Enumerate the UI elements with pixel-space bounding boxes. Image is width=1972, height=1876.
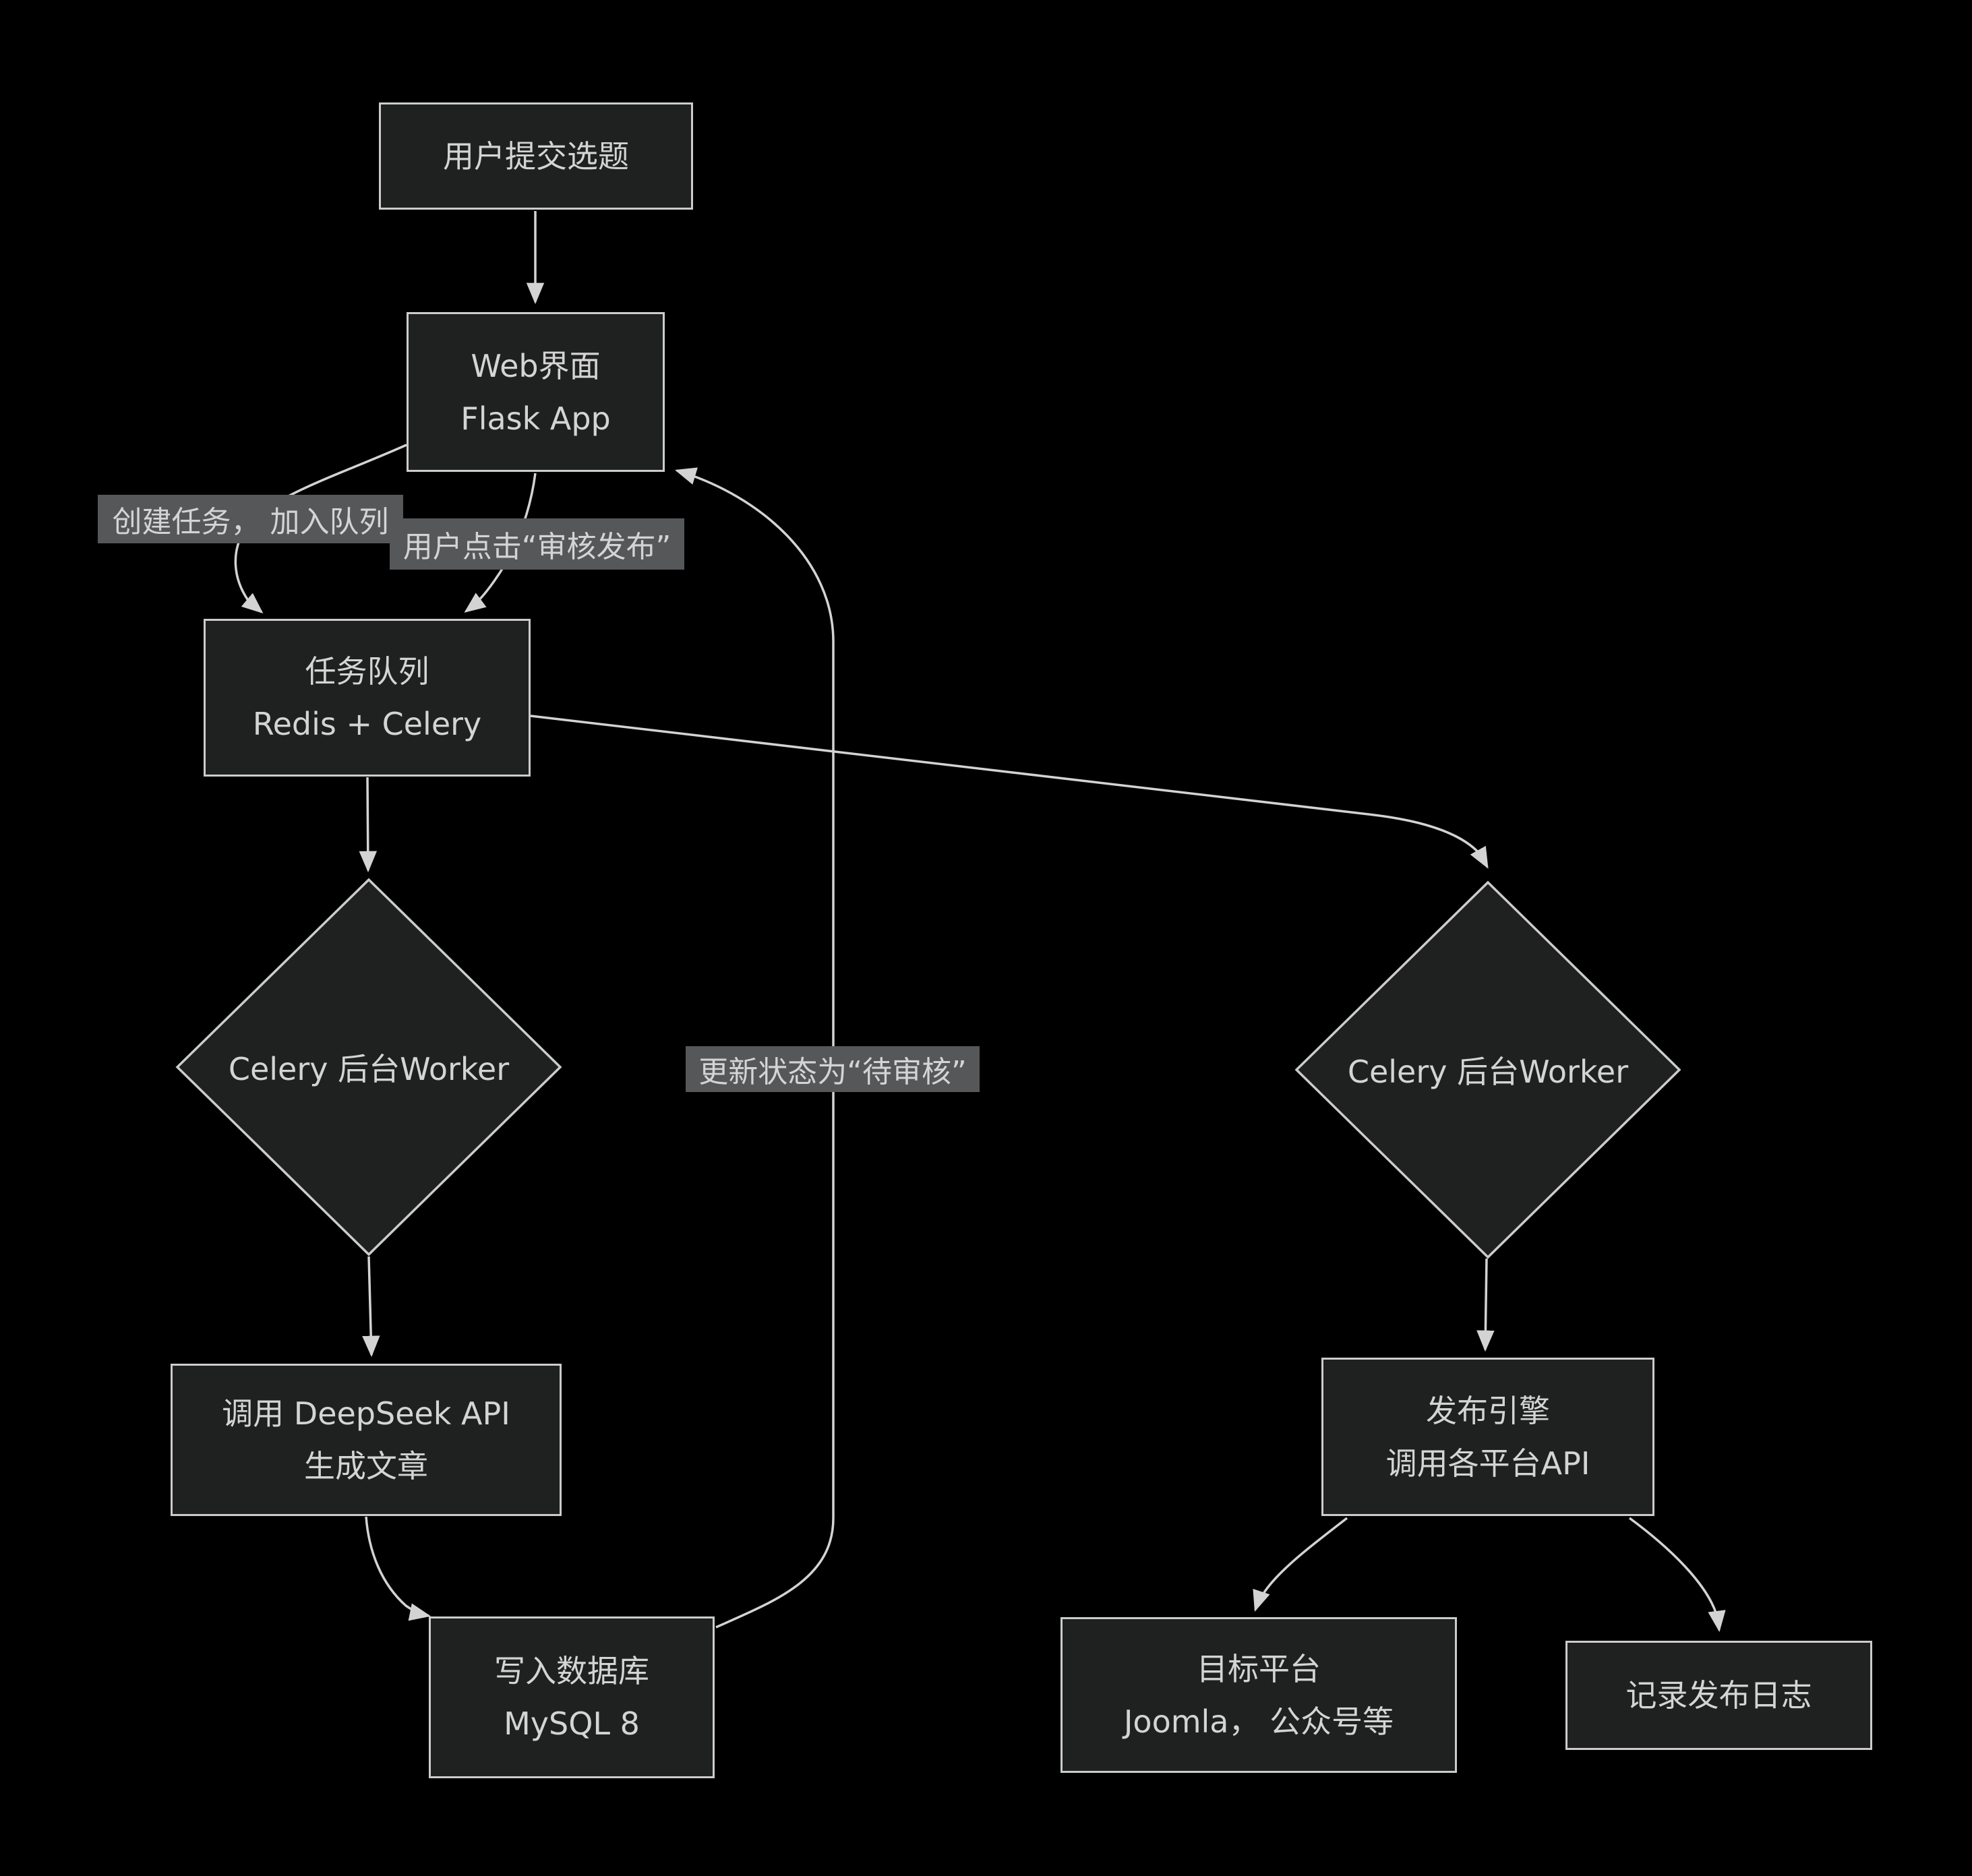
node-task-queue-line2: Redis + Celery [252, 706, 482, 742]
node-mysql-line2: MySQL 8 [504, 1705, 640, 1742]
worker-left-diamond [175, 878, 562, 1257]
edge-label-update-status: 更新状态为“待审核” [686, 1046, 980, 1092]
node-task-queue-line1: 任务队列 [305, 653, 429, 690]
node-web-ui-line1: Web界面 [471, 347, 601, 384]
node-publish-log: 记录发布日志 [1565, 1641, 1872, 1750]
worker-right-text: Celery 后台Worker [1347, 1054, 1629, 1090]
node-task-queue: 任务队列 Redis + Celery [204, 619, 531, 777]
node-user-submit-label: 用户提交选题 [443, 138, 629, 175]
edge-engine-to-log [1628, 1517, 1726, 1633]
node-platforms: 目标平台 Joomla， 公众号等 [1060, 1617, 1457, 1773]
edge-worker-right-to-engine [1476, 1258, 1495, 1352]
edge-worker-left-to-deepseek [362, 1256, 380, 1358]
node-platforms-line2: Joomla， 公众号等 [1123, 1703, 1394, 1740]
node-publish-engine-line1: 发布引擎 [1426, 1392, 1550, 1429]
node-web-ui-line2: Flask App [460, 400, 611, 437]
node-worker-right-label: Celery 后台Worker [1286, 1043, 1690, 1097]
node-web-ui: Web界面 Flask App [407, 312, 665, 472]
worker-left-text: Celery 后台Worker [228, 1051, 510, 1087]
edge-label-review-publish: 用户点击“审核发布” [390, 518, 684, 570]
worker-right-diamond [1294, 880, 1681, 1259]
node-publish-engine-line2: 调用各平台API [1385, 1445, 1590, 1482]
edge-engine-to-platforms [1253, 1517, 1348, 1612]
edge-queue-to-worker-right [530, 715, 1489, 869]
node-publish-log-label: 记录发布日志 [1625, 1677, 1812, 1714]
node-worker-left-label: Celery 后台Worker [167, 1040, 571, 1094]
node-mysql: 写入数据库 MySQL 8 [429, 1616, 715, 1778]
edge-mysql-to-web-status [674, 467, 835, 1629]
node-publish-engine: 发布引擎 调用各平台API [1321, 1358, 1654, 1516]
edge-label-create-task: 创建任务， 加入队列 [98, 495, 403, 543]
node-mysql-line1: 写入数据库 [494, 1653, 649, 1689]
node-platforms-line1: 目标平台 [1197, 1650, 1321, 1687]
edge-queue-to-worker-left [359, 777, 378, 873]
node-user-submit: 用户提交选题 [379, 102, 693, 210]
node-deepseek-line1: 调用 DeepSeek API [222, 1395, 510, 1432]
node-deepseek-line2: 生成文章 [304, 1448, 428, 1484]
edge-deepseek-to-mysql [365, 1516, 431, 1621]
node-deepseek: 调用 DeepSeek API 生成文章 [171, 1364, 562, 1516]
